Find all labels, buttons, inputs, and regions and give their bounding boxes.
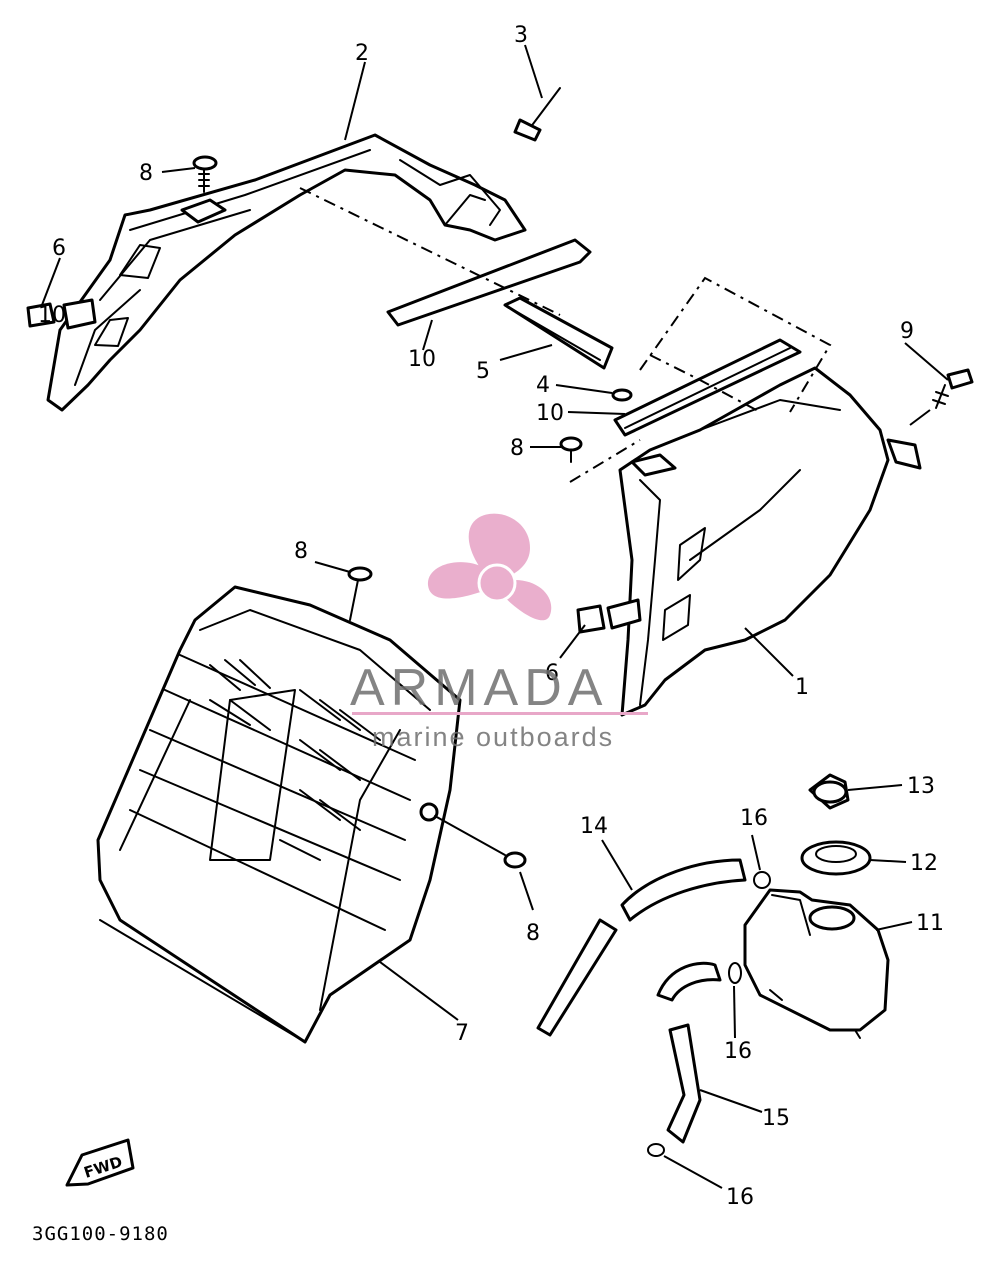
- callout-8: 8: [139, 161, 153, 186]
- assembly-lines: [299, 187, 832, 483]
- fwd-arrow-icon: FWD: [65, 1138, 135, 1187]
- callout-8: 8: [526, 921, 540, 946]
- screw-8-top: [192, 155, 218, 193]
- clip-6-left: 10: [26, 302, 66, 328]
- watermark-underline: [352, 712, 648, 715]
- callout-16: 16: [726, 1185, 754, 1210]
- callout-6: 6: [52, 236, 66, 261]
- callout-5: 5: [476, 359, 490, 384]
- callout-8: 8: [510, 436, 524, 461]
- part-2-upper-cover: [46, 133, 527, 412]
- callout-numbers: 2 3 8 6 10 5 4 10 8 9 8 6 1 13 16 14 12 …: [52, 23, 944, 1210]
- grille-mesh: [209, 659, 381, 861]
- callout-6: 6: [545, 661, 559, 686]
- callout-10: 10: [536, 401, 564, 426]
- screw-8-grille-top: [347, 566, 373, 621]
- screw-8-mid: [559, 436, 583, 463]
- diagram-part-code: 3GG100-9180: [32, 1223, 169, 1245]
- callout-16: 16: [740, 806, 768, 831]
- rivet-3: [513, 87, 561, 142]
- callout-10: 10: [408, 347, 436, 372]
- part-4-washer: [611, 388, 633, 402]
- part-14-hose: [536, 858, 747, 1037]
- armada-watermark: ARMADA marine outboards: [350, 513, 648, 752]
- svg-text:10: 10: [38, 303, 66, 328]
- callout-12: 12: [910, 851, 938, 876]
- callout-1: 1: [795, 675, 809, 700]
- part-5-damper: [503, 296, 614, 370]
- watermark-tagline: marine outboards: [372, 722, 614, 752]
- watermark-brand: ARMADA: [350, 659, 608, 717]
- bolt-9: [932, 368, 974, 409]
- callout-16: 16: [724, 1039, 752, 1064]
- part-7-grille: [96, 585, 462, 1044]
- callout-8: 8: [294, 539, 308, 564]
- leader-lines: [41, 44, 949, 1189]
- part-10-seal-upper: [386, 238, 592, 327]
- callout-7: 7: [455, 1021, 469, 1046]
- callout-15: 15: [762, 1106, 790, 1131]
- callout-13: 13: [907, 774, 935, 799]
- callout-9: 9: [900, 319, 914, 344]
- callout-11: 11: [916, 911, 944, 936]
- screw-8-grille-side: [419, 802, 527, 869]
- callout-2: 2: [355, 41, 369, 66]
- callout-3: 3: [514, 23, 528, 48]
- propeller-logo-icon: [427, 513, 552, 621]
- part-13-cap: [808, 773, 850, 810]
- part-16-clamps: [647, 871, 771, 1157]
- part-10-seal-lower: [613, 338, 802, 437]
- part-15-hose: [656, 961, 722, 1144]
- part-11-reserve-tank: [743, 888, 890, 1039]
- part-12-collar: [800, 840, 872, 876]
- callout-4: 4: [536, 373, 550, 398]
- callout-14: 14: [580, 814, 608, 839]
